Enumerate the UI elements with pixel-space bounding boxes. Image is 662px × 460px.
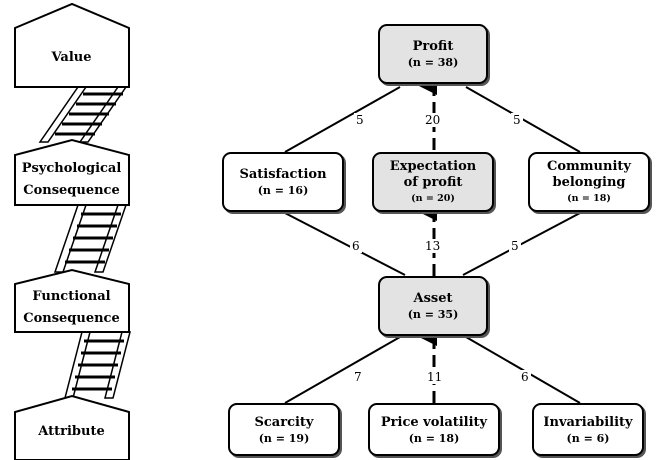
link-label-asset-expectation: 13 <box>423 239 443 253</box>
link-scarcity-asset <box>284 336 401 404</box>
node-profit: Profit (n = 38) <box>378 24 488 84</box>
node-price-volatility-count: (n = 18) <box>408 431 460 445</box>
link-label-asset-satisfaction: 6 <box>350 239 362 253</box>
node-expectation-count: (n = 20) <box>411 192 455 204</box>
level-value-shape <box>14 2 130 88</box>
level-value-label: Value <box>15 28 128 87</box>
level-psychological-label: Psychological Consequence <box>15 155 128 205</box>
node-invariability-count: (n = 6) <box>566 431 610 445</box>
level-psychological-shape <box>14 138 130 206</box>
level-functional-shape <box>14 268 130 333</box>
ladder-functional-attribute-icon <box>64 331 131 399</box>
link-label-invariability-asset: 6 <box>519 370 531 384</box>
link-label-scarcity-asset: 7 <box>352 370 364 384</box>
node-asset: Asset (n = 35) <box>378 276 488 336</box>
node-satisfaction-count: (n = 16) <box>257 184 309 197</box>
level-functional-label: Functional Consequence <box>15 284 128 332</box>
level-functional-line1: Functional <box>32 289 111 304</box>
node-invariability: Invariability (n = 6) <box>532 403 644 456</box>
node-community-belonging: Community belonging (n = 18) <box>528 152 650 212</box>
link-asset-community <box>462 212 581 276</box>
node-price-volatility: Price volatility (n = 18) <box>368 403 500 456</box>
ladder-value-psychological-icon <box>38 86 128 143</box>
level-attribute-shape <box>14 394 130 460</box>
link-community-profit <box>465 86 581 153</box>
node-community-count: (n = 18) <box>567 192 611 204</box>
ladder-psychological-functional-icon <box>53 204 128 273</box>
link-label-expectation-profit: 20 <box>423 113 443 127</box>
node-community-label-line2: belonging <box>552 174 626 190</box>
node-scarcity: Scarcity (n = 19) <box>228 403 340 456</box>
node-scarcity-count: (n = 19) <box>258 431 310 445</box>
node-scarcity-label: Scarcity <box>254 414 314 430</box>
node-expectation-label-line2: of profit <box>403 174 463 190</box>
level-value-text: Value <box>51 49 92 65</box>
node-satisfaction: Satisfaction (n = 16) <box>222 152 344 212</box>
link-satisfaction-profit <box>284 86 401 153</box>
node-asset-count: (n = 35) <box>407 308 459 321</box>
link-label-community-profit: 5 <box>511 113 523 127</box>
node-price-volatility-label: Price volatility <box>380 414 488 430</box>
node-invariability-label: Invariability <box>543 414 633 430</box>
node-community-label-line1: Community <box>547 158 631 174</box>
level-psychological-line1: Psychological <box>21 161 122 176</box>
level-functional-line2: Consequence <box>23 311 120 326</box>
node-profit-count: (n = 38) <box>407 56 459 69</box>
link-asset-satisfaction <box>284 212 406 276</box>
node-profit-label: Profit <box>412 39 454 54</box>
link-label-asset-community: 5 <box>509 239 521 253</box>
node-expectation-label-line1: Expectation <box>389 158 477 174</box>
node-asset-label: Asset <box>413 291 453 306</box>
level-attribute-text: Attribute <box>38 424 105 439</box>
node-satisfaction-label: Satisfaction <box>239 167 327 182</box>
link-label-satisfaction-profit: 5 <box>354 113 366 127</box>
node-expectation-of-profit: Expectation of profit (n = 20) <box>372 152 494 212</box>
level-attribute-label: Attribute <box>15 412 128 452</box>
link-label-price-asset: 11 <box>425 370 445 384</box>
level-psychological-line2: Consequence <box>23 183 120 198</box>
